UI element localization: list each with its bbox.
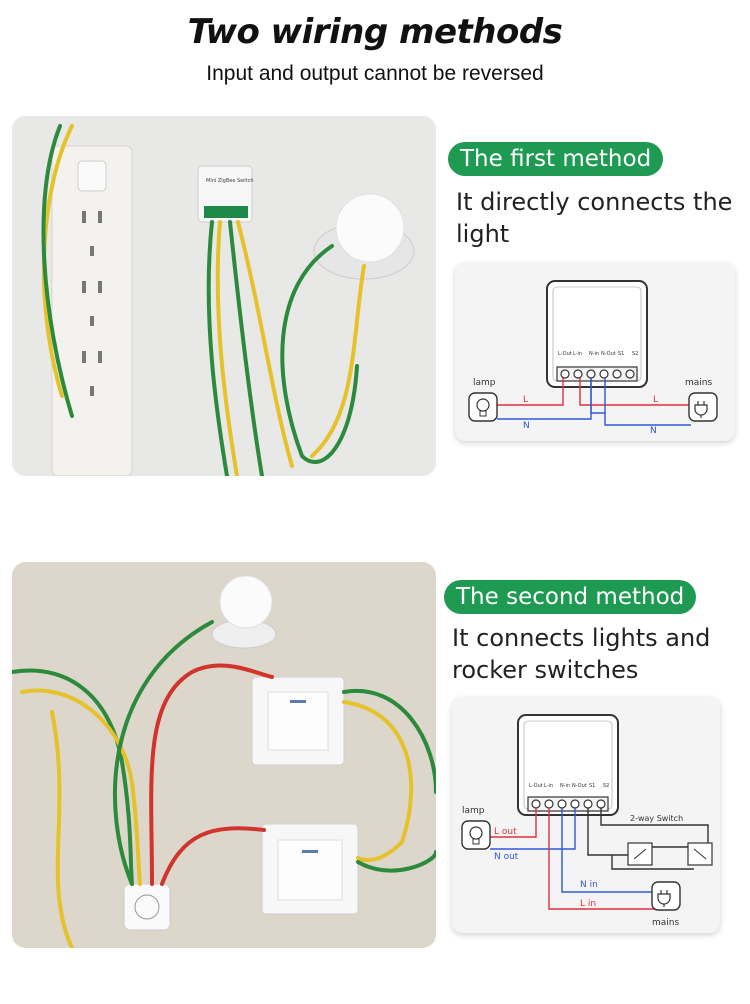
terminal-block-2 <box>527 796 609 812</box>
terminal-label-s1-2: S1 <box>589 783 595 789</box>
photo-first-method: Mini ZigBee Switch <box>12 116 436 476</box>
plug-icon <box>688 392 718 422</box>
wire-label-n-left: N <box>523 421 530 431</box>
terminal-label-l-in-2: L-in <box>544 783 553 789</box>
rocker-switch-photo-1 <box>251 676 345 766</box>
lamp-icon <box>468 392 498 422</box>
first-method-diagram: L-Out L-in N-in N-Out S1 S2 L N L N lamp <box>455 263 735 441</box>
terminal-label-n-in: N-in <box>589 351 599 357</box>
terminal-label-s2-2: S2 <box>603 783 609 789</box>
power-strip <box>51 145 133 476</box>
terminal-label-s1: S1 <box>618 351 624 357</box>
wire-label-n-in: N in <box>580 880 598 890</box>
terminal-block <box>556 366 638 382</box>
photo-second-method <box>12 562 436 948</box>
terminal-label-n-in-2: N-in <box>560 783 570 789</box>
terminal-label-l-in: L-in <box>573 351 582 357</box>
second-method-badge: The second method <box>444 580 697 614</box>
module-photo-device: Mini ZigBee Switch <box>197 165 254 223</box>
lamp-label-2: lamp <box>462 806 485 816</box>
second-method-diagram: L-Out L-in N-in N-Out S1 S2 L out N out … <box>452 697 720 933</box>
lamp-icon-2 <box>461 820 491 850</box>
rocker-switch-photo-2 <box>261 823 359 915</box>
two-way-switch-icon-b <box>687 842 713 866</box>
module-photo-device-2 <box>123 883 171 931</box>
terminal-label-s2: S2 <box>632 351 638 357</box>
wire-label-l-out: L out <box>494 827 517 837</box>
photo-second-method-illustration <box>12 562 436 948</box>
second-method-description: It connects lights and rocker switches <box>452 624 711 684</box>
wire-label-l-right: L <box>653 395 658 405</box>
first-method-badge: The first method <box>448 142 664 176</box>
terminal-label-l-out-2: L-Out <box>529 783 543 789</box>
first-method-description: It directly connects the light <box>456 188 733 248</box>
terminal-label-l-out: L-Out <box>558 351 572 357</box>
mains-label: mains <box>685 378 712 388</box>
photo-first-method-illustration: Mini ZigBee Switch <box>12 116 436 476</box>
terminal-label-n-out: N-Out <box>601 351 616 357</box>
page-title: Two wiring methods <box>187 12 563 52</box>
lamp-photo <box>313 193 415 280</box>
wire-label-n-out: N out <box>494 852 519 862</box>
wire-label-n-right: N <box>650 426 657 436</box>
module-label: Mini ZigBee Switch <box>206 178 254 184</box>
two-way-switch-label: 2-way Switch <box>630 814 683 823</box>
lamp-label: lamp <box>473 378 496 388</box>
page-subtitle: Input and output cannot be reversed <box>206 62 544 85</box>
terminal-label-n-out-2: N-Out <box>572 783 587 789</box>
two-way-switch-icon-a <box>627 842 653 866</box>
lamp-photo-2 <box>211 575 277 649</box>
wire-label-l-left: L <box>523 395 528 405</box>
plug-icon-2 <box>651 881 681 911</box>
mains-label-2: mains <box>652 918 679 928</box>
wire-label-l-in: L in <box>580 899 596 909</box>
